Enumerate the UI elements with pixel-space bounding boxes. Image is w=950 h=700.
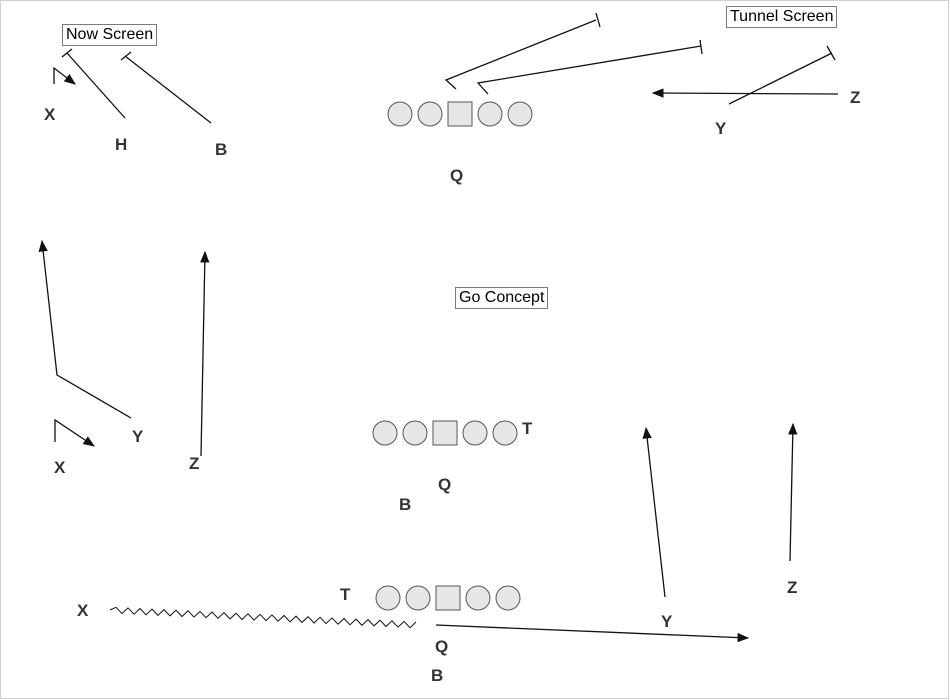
player-y: Y [715,119,727,138]
lineman [492,420,518,446]
center [447,101,473,127]
b-block-tbar [120,51,132,61]
lineman [462,420,488,446]
player-q: Q [435,637,448,656]
player-q: Q [438,475,451,494]
lineman [477,101,503,127]
lineman [387,101,413,127]
lineman [405,585,431,611]
release-tbar-2 [699,39,703,55]
player-z: Z [850,88,860,107]
player-t: T [522,419,533,438]
lineman-release-route-1 [444,19,597,90]
h-route [66,52,126,119]
center [432,420,458,446]
z-route [200,250,210,457]
lineman-release-route-2 [476,45,702,95]
b-route [435,624,750,643]
player-q: Q [450,166,463,185]
y-block-tbar [826,45,836,61]
player-z: Z [189,454,199,473]
player-b: B [215,140,227,159]
now-screen-title: Now Screen [62,24,158,46]
go-concept-receivers: X Y Z [38,239,210,477]
b-route [124,55,212,124]
h-block-tbar [61,48,73,58]
go-concept-line: T Q B [372,419,533,514]
x-route [53,66,76,85]
player-b: B [431,666,443,685]
center [435,585,461,611]
lineman [417,101,443,127]
z-route [788,422,798,562]
player-y: Y [661,612,673,631]
bottom-play: X T Q B Y Z [77,422,798,685]
y-route [728,52,833,105]
y-route [642,426,666,598]
lineman [372,420,398,446]
now-screen-play: X H B [44,48,227,159]
player-x: X [44,105,56,124]
x-route [54,418,95,447]
player-x: X [77,601,89,620]
lineman [375,585,401,611]
player-z: Z [787,578,797,597]
lineman [495,585,521,611]
x-motion-zigzag [109,606,417,629]
player-x: X [54,458,66,477]
player-t: T [340,585,351,604]
release-tbar-1 [595,12,601,28]
player-h: H [115,135,127,154]
lineman [465,585,491,611]
player-y: Y [132,427,144,446]
tunnel-screen-receivers: Z Y [651,45,860,138]
tunnel-screen-title: Tunnel Screen [726,6,838,28]
y-route [38,239,132,419]
player-b: B [399,495,411,514]
lineman [507,101,533,127]
go-concept-title: Go Concept [455,287,549,309]
lineman [402,420,428,446]
z-route [651,88,839,98]
tunnel-screen-line: Q [387,12,703,185]
